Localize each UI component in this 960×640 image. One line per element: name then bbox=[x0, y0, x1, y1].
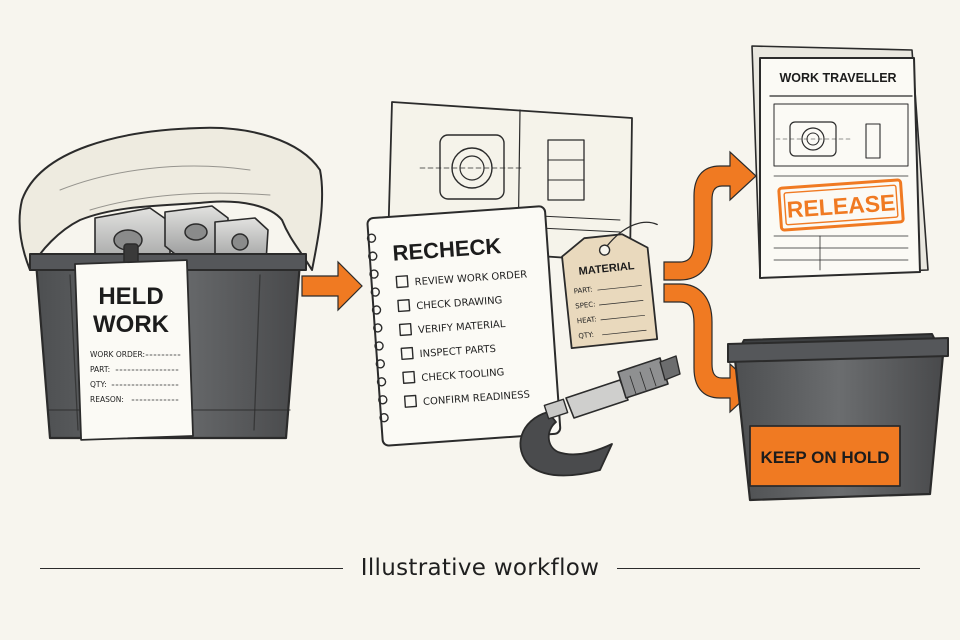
held-field-work-order: WORK ORDER: bbox=[90, 350, 145, 359]
hold-label-text: KEEP ON HOLD bbox=[760, 448, 889, 467]
checkbox bbox=[395, 275, 409, 289]
material-tag: MATERIAL PART: SPEC: HEAT: QTY: bbox=[561, 221, 659, 350]
held-field-qty: QTY: bbox=[90, 380, 107, 389]
material-field-spec: SPEC: bbox=[575, 300, 596, 310]
checkbox bbox=[403, 394, 418, 408]
cloth-cover bbox=[18, 126, 324, 271]
checkbox bbox=[397, 299, 411, 313]
material-field-heat: HEAT: bbox=[576, 315, 597, 325]
held-field-reason: REASON: bbox=[90, 395, 124, 404]
caption-bar: Illustrative workflow bbox=[40, 548, 921, 588]
arrow-to-release bbox=[663, 150, 757, 281]
material-field-qty: QTY: bbox=[578, 331, 594, 341]
held-work-card: HELD WORK WORK ORDER: PART: QTY: REASON: bbox=[74, 259, 194, 441]
caption-rule-left bbox=[40, 567, 343, 569]
work-traveller-sheet: WORK TRAVELLER RELEASE bbox=[751, 45, 929, 279]
checkbox bbox=[402, 370, 416, 384]
held-card-title-line1: HELD bbox=[98, 283, 163, 310]
held-field-part: PART: bbox=[90, 365, 110, 374]
keep-on-hold-bin: KEEP ON HOLD bbox=[727, 333, 949, 502]
spiral-binding bbox=[366, 233, 389, 423]
micrometer bbox=[519, 355, 681, 477]
release-stamp: RELEASE bbox=[777, 178, 905, 232]
material-tag-title: MATERIAL bbox=[578, 260, 635, 278]
recheck-notepad: RECHECK REVIEW WORK ORDER CHECK DRAWING … bbox=[366, 205, 562, 447]
held-card-title-line2: WORK bbox=[93, 311, 170, 338]
traveller-title: WORK TRAVELLER bbox=[779, 71, 896, 85]
caption-rule-right bbox=[617, 567, 921, 569]
recheck-item: INSPECT PARTS bbox=[419, 344, 496, 360]
diagram-caption: Illustrative workflow bbox=[360, 555, 600, 581]
held-work-bin: HELD WORK WORK ORDER: PART: QTY: REASON: bbox=[18, 126, 324, 441]
arrow-to-recheck bbox=[301, 260, 363, 312]
recheck-list: REVIEW WORK ORDER CHECK DRAWING VERIFY M… bbox=[395, 269, 530, 408]
hold-label-plate bbox=[749, 425, 901, 487]
material-field-part: PART: bbox=[573, 286, 593, 296]
checkbox bbox=[398, 322, 413, 337]
checkbox bbox=[400, 346, 414, 361]
